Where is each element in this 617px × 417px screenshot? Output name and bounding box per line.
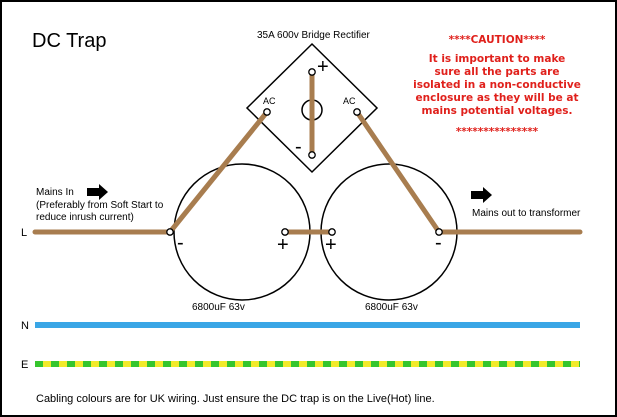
bridge-rectifier [245,42,379,174]
mains-in-line: Mains In [36,187,74,198]
cap-left-plus-label: + [277,234,289,256]
capacitor-right-label: 6800uF 63v [365,302,418,313]
diagram-title: DC Trap [32,30,107,52]
mains-in-label: Mains In (Preferably from Soft Start to … [36,187,163,225]
terminal-ac-right-label: AC [343,96,356,106]
caution-spacer [402,118,592,126]
caution-footer: *************** [455,126,539,138]
terminal-cap-left-plus [281,228,289,236]
terminal-minus-label: - [295,136,302,158]
mains-out-label: Mains out to transformer [472,208,581,219]
terminal-cap-left-minus [166,228,174,236]
mains-in-line: reduce inrush current) [36,212,134,223]
rectifier-label: 35A 600v Bridge Rectifier [257,30,370,41]
live-label: L [21,227,28,239]
caution-line: sure all the parts are [434,66,560,78]
terminal-ac-right [353,108,361,116]
caution-heading: ****CAUTION**** [448,34,546,46]
terminal-dc-plus [308,68,316,76]
earth-label: E [21,359,29,371]
cap-right-minus-label: - [435,232,442,254]
caution-line: isolated in a non-conductive [413,79,581,91]
live-wire [32,69,583,235]
terminal-ac-left-label: AC [263,96,276,106]
arrow-right-icon [87,184,108,200]
caution-line: mains potential voltages. [421,105,573,117]
mains-in-line: (Preferably from Soft Start to [36,199,164,211]
footnote: Cabling colours are for UK wiring. Just … [36,393,435,405]
terminal-cap-right-plus [328,228,336,236]
caution-line: It is important to make [428,53,566,65]
cap-right-plus-label: + [325,234,337,256]
neutral-label: N [21,320,29,332]
terminal-ac-left [263,108,271,116]
arrow-right-icon [471,187,492,203]
terminal-cap-right-minus [435,228,443,236]
capacitor-left-label: 6800uF 63v [192,302,245,313]
caution-notice: ****CAUTION**** It is important to make … [402,34,592,139]
terminal-dc-minus [308,151,316,159]
terminal-plus-label: + [317,56,329,78]
cap-left-minus-label: - [177,232,184,254]
caution-line: enclosure as they will be at [415,92,579,104]
